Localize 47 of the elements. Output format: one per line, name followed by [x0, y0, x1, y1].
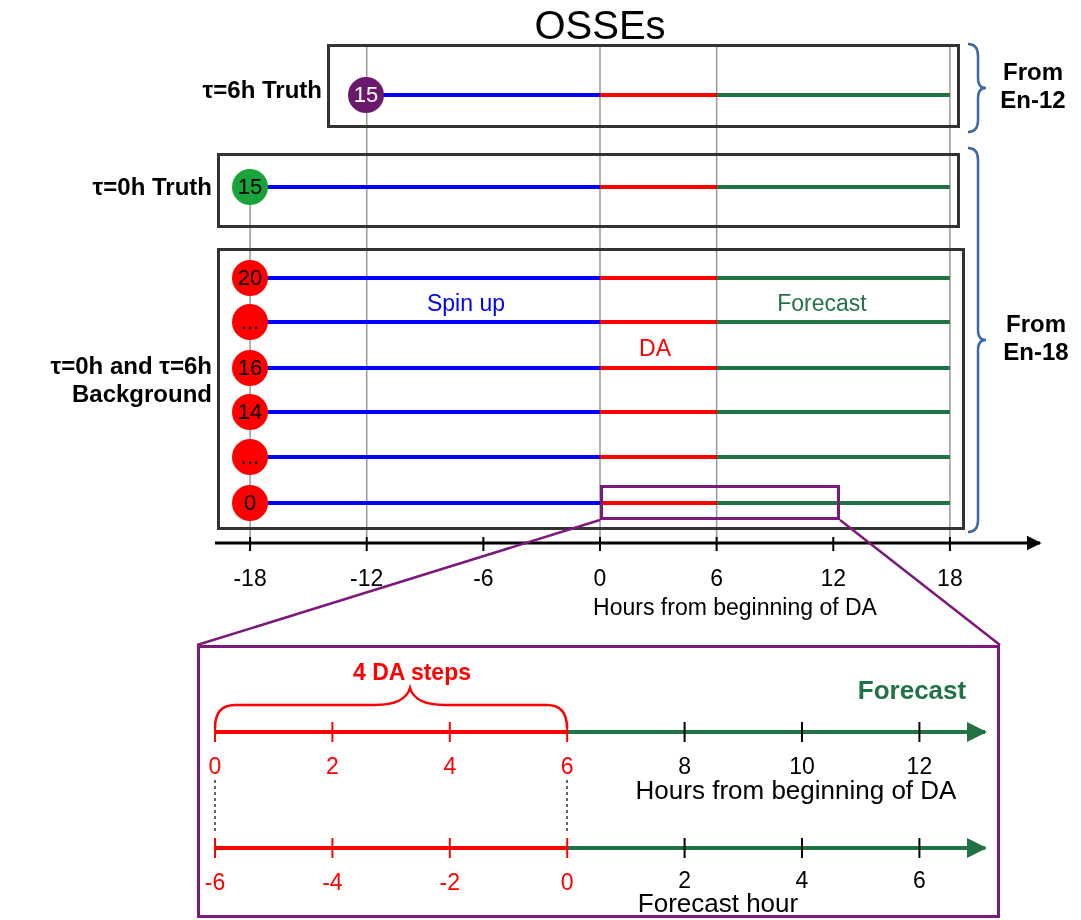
- tick-label: 6: [913, 868, 926, 892]
- circle-marker: ...: [232, 439, 268, 475]
- circle-marker: 15: [348, 77, 384, 113]
- phase-label: Spin up: [427, 291, 505, 315]
- phase-label: Forecast: [777, 291, 867, 315]
- diagram-title: OSSEs: [534, 3, 666, 47]
- circle-marker: 0: [232, 485, 268, 521]
- circle-marker: 16: [232, 350, 268, 386]
- tick-label: 4: [795, 868, 809, 892]
- bracket-label: From En-12: [999, 58, 1067, 114]
- tick-label: 0: [208, 754, 222, 778]
- zoom-box: [600, 485, 840, 520]
- zoom-line: [839, 519, 1001, 646]
- tick-label: -6: [473, 566, 494, 590]
- circle-marker: 14: [232, 394, 268, 430]
- brace-label: 4 DA steps: [353, 660, 471, 684]
- tick-label: 2: [326, 754, 339, 778]
- tick-label: 2: [678, 868, 691, 892]
- tick-label: -18: [233, 566, 267, 590]
- row-label: τ=0h and τ=6h Background: [49, 352, 212, 408]
- tick-label: 8: [678, 754, 691, 778]
- zoom-line: [196, 518, 601, 647]
- tick-label: 0: [560, 870, 574, 894]
- circle-marker: 15: [232, 169, 268, 205]
- tick-label: 0: [593, 566, 607, 590]
- inset-panel: [197, 645, 1000, 918]
- tick-label: 6: [560, 754, 574, 778]
- tick-label: 12: [906, 754, 933, 778]
- axis-title: Forecast hour: [637, 889, 799, 917]
- tick-label: 10: [789, 754, 815, 778]
- tick-label: -6: [204, 870, 226, 894]
- phase-label: Forecast: [857, 676, 967, 704]
- tick-label: -12: [350, 566, 384, 590]
- row-label: τ=0h Truth: [91, 173, 212, 201]
- circle-marker: 20: [232, 260, 268, 296]
- phase-label: DA: [639, 336, 671, 360]
- axis-title: Hours from beginning of DA: [593, 595, 877, 619]
- axis-title: Hours from beginning of DA: [635, 776, 957, 804]
- row-label: τ=6h Truth: [201, 76, 322, 104]
- tick-label: 6: [710, 566, 723, 590]
- tick-label: 12: [820, 566, 847, 590]
- bracket-label: From En-18: [1002, 310, 1070, 366]
- tick-label: -4: [322, 870, 343, 894]
- tick-label: 18: [937, 566, 963, 590]
- circle-marker: ...: [232, 304, 268, 340]
- tick-label: 4: [443, 754, 457, 778]
- tick-label: -2: [439, 870, 460, 894]
